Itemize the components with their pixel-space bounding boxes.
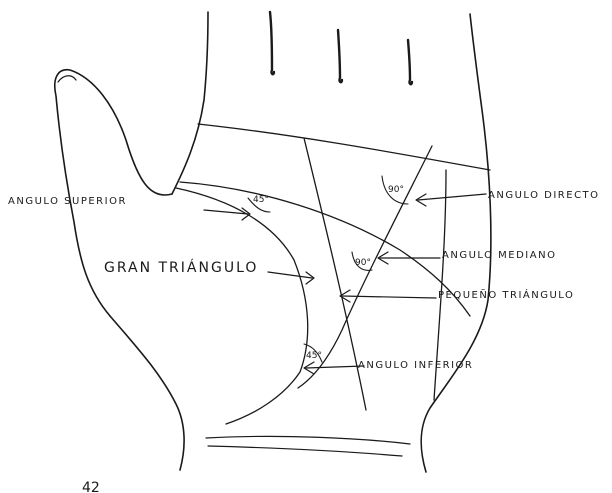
hand-outline-top [172,12,208,194]
arrow-gran-triangulo [268,272,314,284]
finger-gap-1 [270,12,274,74]
wrist-line-2 [208,446,402,456]
hand-outline-left [110,316,184,470]
page-number: 42 [82,480,100,493]
hand-outline-right [421,14,491,472]
label-gran-triangulo: GRAN TRIÁNGULO [104,259,258,276]
arrow-mediano [378,252,440,264]
arrow-directo [416,194,486,206]
arrow-superior [204,208,250,220]
wrist-line-1 [206,436,410,444]
angle-value-superior: 45° [253,195,269,205]
arrow-pequeno [340,290,436,302]
label-angulo-directo: ANGULO DIRECTO [488,190,600,201]
label-angulo-inferior: ANGULO INFERIOR [358,360,473,371]
angle-value-mediano: 90° [355,258,371,268]
thumb-outline [55,70,172,316]
heart-line [198,124,490,170]
thumb-nail [58,76,76,82]
finger-gap-2 [338,30,342,82]
label-pequeno-triangulo: PEQUEÑO TRIÁNGULO [438,288,574,301]
saturn-line [304,138,366,410]
life-line [176,188,308,424]
angle-value-directo: 90° [388,185,404,195]
arrow-inferior [304,362,364,374]
label-angulo-mediano: ANGULO MEDIANO [442,250,556,261]
finger-gap-3 [408,40,412,84]
label-angulo-superior: ANGULO SUPERIOR [8,196,127,207]
angle-value-inferior: 45° [306,351,322,361]
